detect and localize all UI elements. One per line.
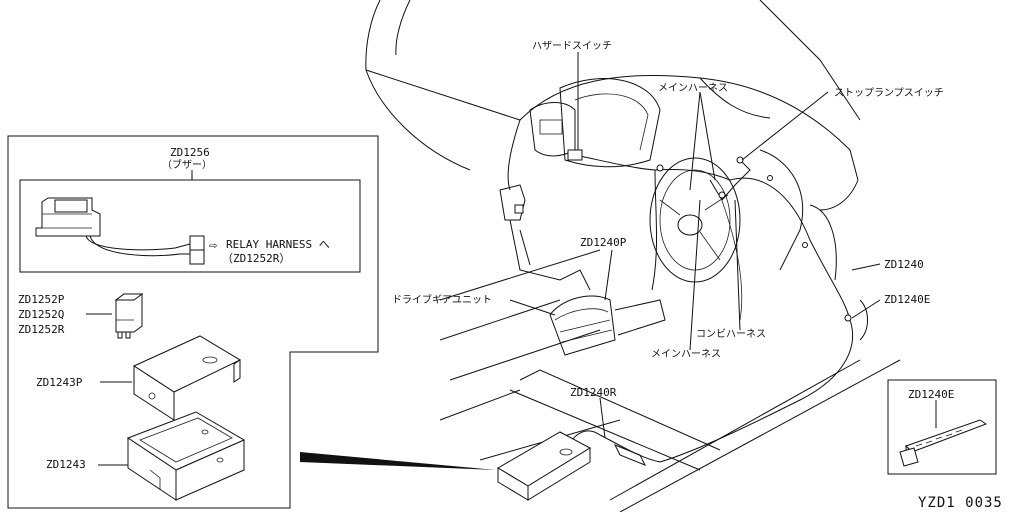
label-drive-gear-unit: ドライブギアユニット — [392, 293, 492, 306]
relay-harness-ref: （ZD1252R） — [222, 252, 290, 265]
label-stop-lamp-switch: ストップランプスイッチ — [834, 87, 944, 99]
label-main-harness-bottom: メインハーネス — [651, 348, 721, 360]
buzzer-code: ZD1256 — [170, 146, 210, 159]
arrow-right-icon: ⇨ — [209, 241, 217, 252]
label-zd1240r: ZD1240R — [570, 386, 617, 399]
box-icon — [126, 411, 246, 501]
wire-harness — [514, 149, 854, 466]
bracket-code: ZD1243P — [36, 376, 83, 389]
relay-code-r: ZD1252R — [18, 323, 65, 336]
figure-code: YZD1 0035 — [918, 495, 1003, 511]
label-zd1240e: ZD1240E — [884, 293, 930, 306]
label-zd1240: ZD1240 — [884, 258, 924, 271]
inset-left: ZD1256 （ブザー） ⇨ RELAY HARNESS へ （ZD1252R）… — [7, 135, 379, 509]
label-hazard-switch: ハザードスイッチ — [532, 40, 612, 52]
relay-code-p: ZD1252P — [18, 293, 65, 306]
clip-icon — [899, 419, 988, 467]
relay-harness-label: RELAY HARNESS へ — [226, 238, 330, 251]
relay-code-q: ZD1252Q — [18, 308, 64, 321]
leader-lines — [509, 52, 881, 439]
buzzer-name: （ブザー） — [162, 158, 212, 171]
buzzer-box-floor — [497, 431, 592, 501]
clip-code: ZD1240E — [908, 388, 954, 401]
bracket-icon — [132, 335, 242, 421]
dashboard-outline — [365, 0, 901, 512]
callout-labels: ハザードスイッチ メインハーネス ストップランプスイッチ ZD1240P ZD1… — [392, 40, 944, 399]
label-combi-harness: コンビハーネス — [696, 328, 766, 340]
relay-icon — [114, 293, 144, 339]
label-zd1240p: ZD1240P — [580, 236, 627, 249]
label-main-harness-top: メインハーネス — [658, 82, 728, 94]
pointer-arrow — [300, 452, 496, 470]
inset-right: ZD1240E — [887, 379, 997, 475]
box-code: ZD1243 — [46, 458, 86, 471]
